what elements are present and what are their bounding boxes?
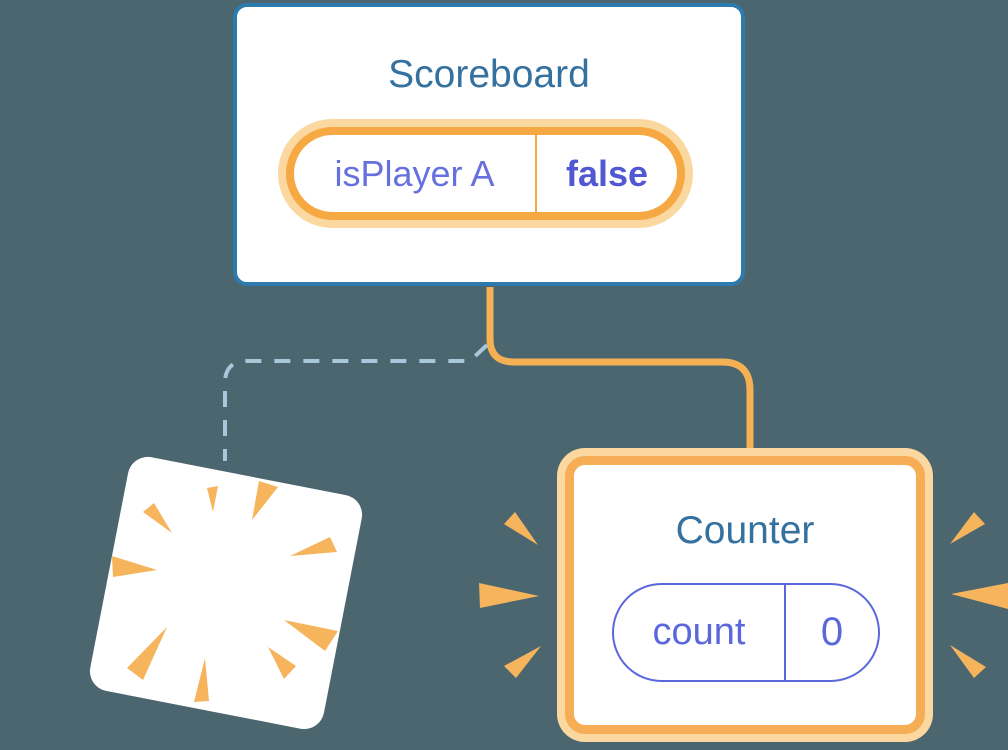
emphasis-wedge-left-bottom <box>504 646 541 678</box>
poof-card <box>89 456 363 730</box>
scoreboard-state-value: false <box>535 135 677 212</box>
poof-wedge-down-right <box>268 647 296 679</box>
poof-burst-icon <box>112 481 338 702</box>
scoreboard-title: Scoreboard <box>388 53 590 96</box>
connector-dashed-line <box>223 343 489 461</box>
counter-title: Counter <box>675 509 815 552</box>
poof-wedge-up <box>207 486 218 512</box>
poof-card-shape <box>89 456 363 730</box>
emphasis-wedge-right-middle <box>951 583 1008 609</box>
poof-wedge-right-up <box>290 537 337 556</box>
emphasis-wedge-right-top <box>950 512 985 544</box>
scoreboard-state-pill: isPlayer A false <box>286 127 685 220</box>
emphasis-wedge-right-bottom <box>950 645 986 678</box>
poof-wedge-up-right <box>252 481 278 520</box>
counter-state-value: 0 <box>784 585 878 680</box>
poof-wedge-left <box>112 556 157 577</box>
emphasis-wedge-left-top <box>504 512 538 545</box>
counter-state-key: count <box>652 611 746 653</box>
poof-wedge-right-down <box>284 620 338 651</box>
poof-wedge-up-left <box>143 503 172 533</box>
counter-state-pill: count 0 <box>612 583 880 682</box>
emphasis-wedge-left-middle <box>479 583 539 608</box>
counter-component-box: Counter count 0 <box>565 456 925 734</box>
connector-solid-line <box>486 287 754 452</box>
counter-emphasis-wedges <box>479 512 1008 678</box>
scoreboard-state-key: isPlayer A <box>334 152 495 194</box>
scoreboard-component-box: Scoreboard isPlayer A false <box>233 3 745 286</box>
poof-wedge-down <box>194 658 209 702</box>
poof-wedge-down-left <box>127 627 167 680</box>
